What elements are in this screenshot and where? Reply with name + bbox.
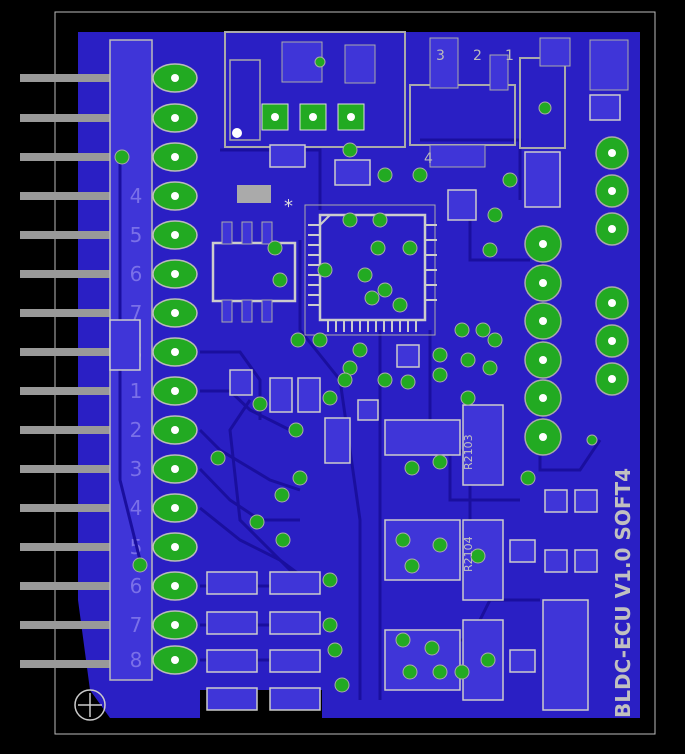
top-label-1: 1	[505, 48, 514, 64]
pin-label: 5	[130, 223, 143, 247]
pin-label: 7	[130, 613, 143, 637]
r2103-label: R2103	[462, 434, 475, 470]
pin-label: 3	[130, 457, 143, 481]
soic-chip	[211, 185, 297, 323]
pin-label: 1	[130, 379, 143, 403]
top-pin-labels: 3 2 1 4	[424, 48, 514, 167]
top-regulator-footprint	[224, 31, 406, 148]
smd-components	[109, 94, 621, 711]
vias	[114, 56, 598, 693]
pin-label: 4	[130, 496, 143, 520]
pin-label: 4	[130, 184, 143, 208]
top-label-3: 3	[436, 48, 445, 64]
pin-label: 6	[130, 262, 143, 286]
right-header-pads	[524, 136, 629, 456]
pin-label: 8	[130, 648, 143, 672]
r2104-label: R2104	[462, 536, 475, 572]
board-title: BLDC-ECU V1.0 SOFT4	[611, 468, 635, 718]
connector-holes	[171, 74, 179, 664]
pin-label: 6	[130, 574, 143, 598]
top-right-regulator	[409, 37, 629, 168]
header-pins	[20, 74, 110, 668]
ic-pin-mark: 4	[424, 151, 433, 167]
top-label-2: 2	[473, 48, 482, 64]
pin-label: 7	[130, 301, 143, 325]
fiducial-mark	[74, 689, 106, 721]
board-outline	[54, 11, 656, 735]
pin-label: 2	[130, 418, 143, 442]
star-mark: *	[284, 196, 293, 217]
